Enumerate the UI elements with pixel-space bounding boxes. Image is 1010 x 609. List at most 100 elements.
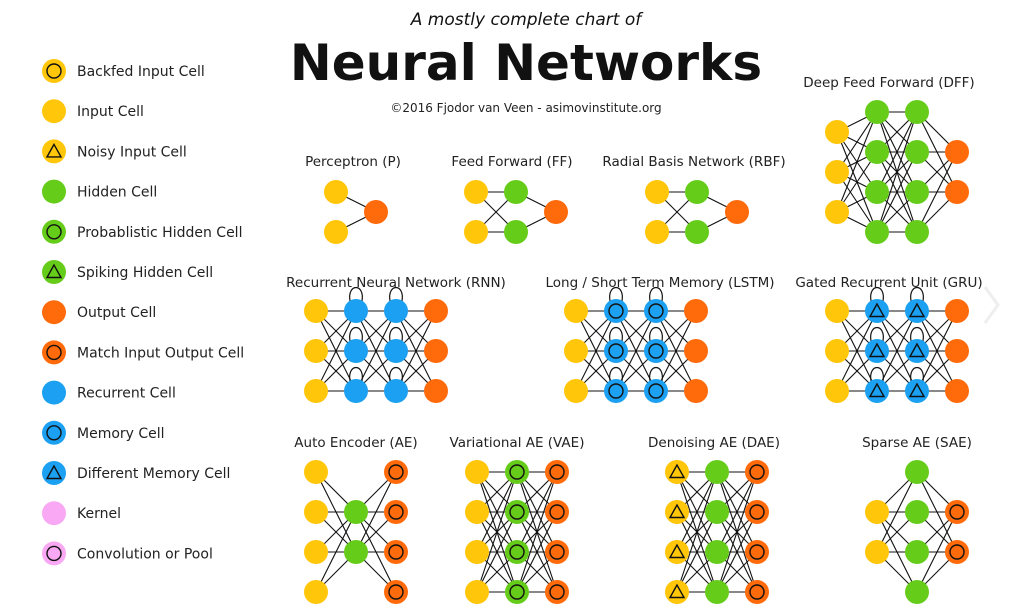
legend-label: Kernel (77, 506, 121, 522)
recurrent-loop (910, 286, 924, 302)
connection (676, 471, 718, 593)
connection (836, 111, 878, 173)
connection (476, 471, 518, 593)
connection (836, 151, 878, 213)
recurrent-loop (349, 286, 363, 302)
network-cell (364, 200, 388, 224)
connection (916, 151, 958, 233)
legend-item: Probablistic Hidden Cell (42, 219, 242, 244)
network-cell (304, 299, 328, 323)
network-cell (705, 580, 729, 604)
inner-ring-mark (509, 544, 525, 560)
connection (575, 310, 617, 392)
legend-item: Spiking Hidden Cell (42, 260, 213, 284)
triangle-mark (668, 543, 686, 559)
network-dae: Denoising AE (DAE) (648, 435, 780, 604)
network-title: Deep Feed Forward (DFF) (803, 75, 974, 91)
network-cell (384, 500, 408, 524)
network-cell (644, 299, 668, 323)
recurrent-loop (609, 326, 623, 342)
legend-item: Kernel (42, 501, 121, 526)
network-cell (424, 339, 448, 363)
network-cell (745, 580, 769, 604)
connection (836, 111, 878, 213)
recurrent-loop (870, 366, 884, 382)
network-cell (825, 120, 849, 144)
network-cell (865, 140, 889, 164)
network-title: Sparse AE (SAE) (862, 435, 972, 451)
connection (876, 471, 918, 553)
connection (876, 151, 918, 233)
connection (916, 511, 958, 593)
legend-label: Input Cell (77, 104, 144, 120)
inner-ring-mark (388, 464, 404, 480)
connection (476, 471, 518, 553)
network-cell (465, 500, 489, 524)
network-cell (684, 339, 708, 363)
network-cell (905, 540, 929, 564)
network-cell (945, 140, 969, 164)
network-cell (424, 299, 448, 323)
network-title: Auto Encoder (AE) (294, 435, 417, 451)
triangle-mark (668, 463, 686, 479)
triangle-mark (908, 342, 926, 358)
connection (676, 511, 718, 593)
network-cell (905, 339, 929, 363)
network-cell (865, 220, 889, 244)
network-cell (564, 379, 588, 403)
network-cell (745, 460, 769, 484)
legend-swatch (42, 420, 66, 445)
network-cell (604, 339, 628, 363)
network-cell (905, 379, 929, 403)
chevron-right-icon[interactable] (980, 283, 1002, 327)
inner-ring-mark (749, 584, 765, 600)
network-ff: Feed Forward (FF) (451, 154, 573, 244)
legend-label: Backfed Input Cell (77, 64, 205, 80)
network-cell (344, 339, 368, 363)
network-cell (865, 299, 889, 323)
network-cell (464, 220, 488, 244)
network-cell (825, 339, 849, 363)
legend-swatch (42, 219, 66, 244)
network-cell (645, 220, 669, 244)
network-cell (324, 180, 348, 204)
network-cell (304, 460, 328, 484)
network-cell (705, 500, 729, 524)
connection (516, 471, 558, 553)
inner-ring-mark (608, 383, 624, 399)
connection (716, 511, 758, 593)
network-cell (745, 500, 769, 524)
network-cell (905, 500, 929, 524)
network-title: Perceptron (P) (305, 154, 401, 170)
network-cell (304, 339, 328, 363)
inner-ring-mark (46, 224, 62, 240)
network-rnn: Recurrent Neural Network (RNN) (286, 275, 506, 403)
recurrent-loop (649, 326, 663, 342)
network-cell (865, 500, 889, 524)
connections (876, 471, 958, 593)
network-cell (464, 180, 488, 204)
network-cell (384, 299, 408, 323)
inner-ring-mark (388, 504, 404, 520)
network-cell (644, 379, 668, 403)
network-rbf: Radial Basis Network (RBF) (602, 154, 786, 244)
network-cell (825, 379, 849, 403)
network-cell (685, 220, 709, 244)
legend-swatch (42, 139, 66, 164)
network-cell (905, 220, 929, 244)
network-cell (865, 180, 889, 204)
network-cell (545, 460, 569, 484)
legend-swatch (42, 501, 66, 526)
network-p: Perceptron (P) (305, 154, 401, 244)
network-cell (384, 540, 408, 564)
network-ae: Auto Encoder (AE) (294, 435, 418, 604)
network-cell (665, 460, 689, 484)
network-cell (465, 580, 489, 604)
chart-header: A mostly complete chart of Neural Networ… (290, 10, 762, 115)
network-cell (304, 540, 328, 564)
network-cell (344, 379, 368, 403)
inner-ring-mark (46, 425, 62, 441)
inner-ring-mark (388, 584, 404, 600)
legend-item: Input Cell (42, 99, 144, 124)
